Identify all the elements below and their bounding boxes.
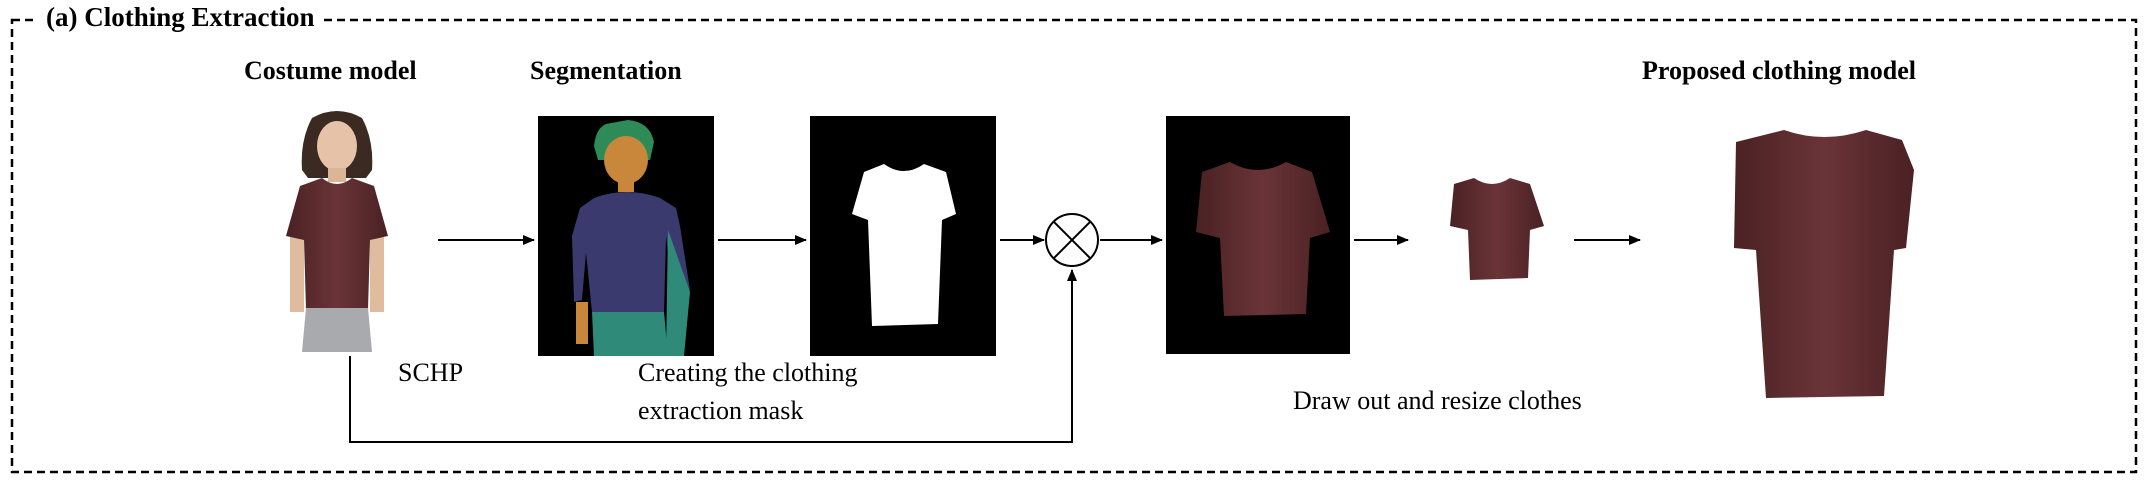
clothing-mask-image	[810, 116, 996, 356]
proposed-model-label: Proposed clothing model	[1642, 56, 1916, 85]
mask-caption-line2: extraction mask	[638, 396, 804, 425]
section-title: (a) Clothing Extraction	[38, 2, 323, 33]
schp-label: SCHP	[398, 358, 464, 387]
mask-caption-line1: Creating the clothing	[638, 358, 858, 387]
proposed-clothing-image	[1734, 130, 1914, 398]
multiply-circle-icon	[1045, 213, 1099, 267]
costume-model-image	[286, 111, 388, 352]
segmentation-label: Segmentation	[530, 56, 682, 85]
segmentation-image	[538, 116, 714, 356]
extracted-clothing-image	[1450, 178, 1544, 280]
costume-model-label: Costume model	[244, 56, 417, 85]
masked-clothing-image	[1166, 116, 1350, 354]
skip-connection-line	[349, 269, 1077, 443]
draw-resize-caption: Draw out and resize clothes	[1293, 386, 1582, 415]
